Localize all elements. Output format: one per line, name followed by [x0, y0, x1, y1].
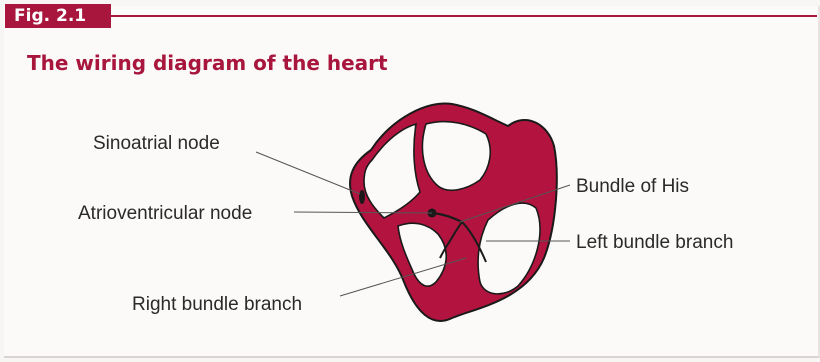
- label-right-bundle-branch: Right bundle branch: [132, 294, 302, 315]
- sinoatrial-leader: [256, 152, 360, 194]
- sinoatrial-node: [359, 190, 365, 204]
- label-bundle-of-his: Bundle of His: [576, 176, 689, 197]
- label-left-bundle-branch: Left bundle branch: [576, 232, 733, 253]
- left-atrium-chamber: [422, 122, 490, 191]
- label-atrioventricular-node: Atrioventricular node: [78, 203, 252, 224]
- label-sinoatrial-node: Sinoatrial node: [93, 133, 220, 154]
